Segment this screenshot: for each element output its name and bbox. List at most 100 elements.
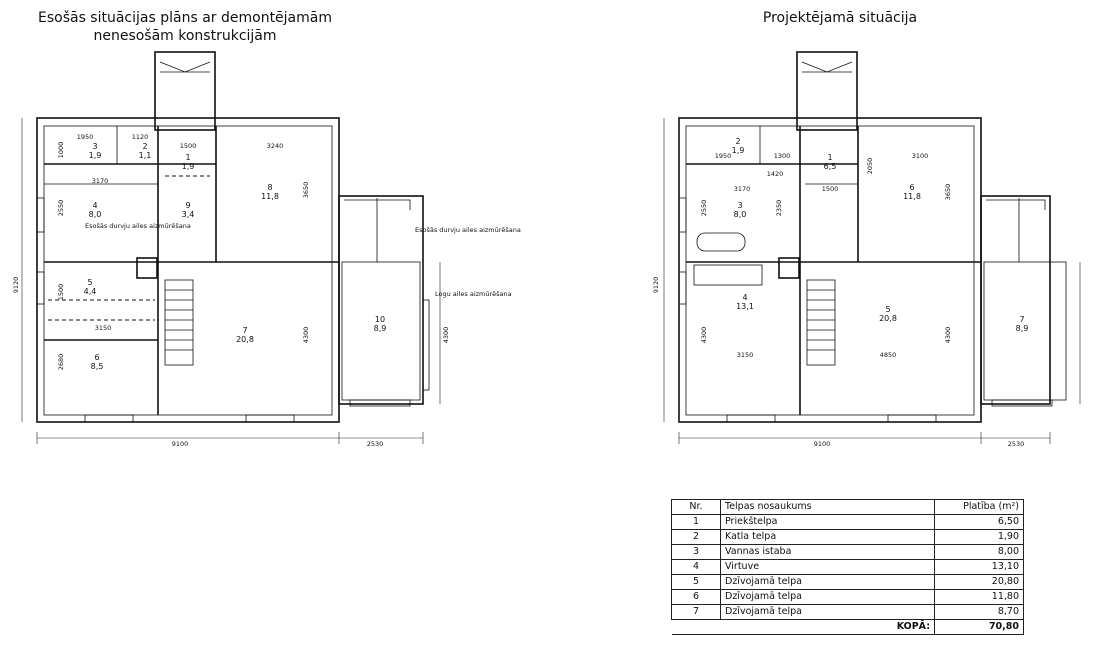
right-dim-9100: 9100 xyxy=(814,440,831,448)
left-room-label-7: 720,8 xyxy=(236,326,254,344)
svg-text:8,9: 8,9 xyxy=(374,324,387,333)
right-dim-3650: 3650 xyxy=(944,184,952,201)
right-dim-1300: 1300 xyxy=(774,152,791,160)
svg-text:10: 10 xyxy=(375,315,385,324)
svg-text:20,8: 20,8 xyxy=(236,335,254,344)
svg-text:4: 4 xyxy=(742,293,747,302)
left-note-door-inner: Esošās durvju ailes aizmūrēšana xyxy=(85,222,191,230)
svg-text:4: 4 xyxy=(92,201,97,210)
left-dim-3170: 3170 xyxy=(92,177,109,185)
header-area: Platība (m²) xyxy=(934,499,1024,515)
svg-text:8,5: 8,5 xyxy=(91,362,104,371)
left-dim-9100: 9100 xyxy=(172,440,189,448)
svg-text:4,4: 4,4 xyxy=(84,287,97,296)
right-dim-1420: 1420 xyxy=(767,170,784,178)
left-dim-1120: 1120 xyxy=(132,133,149,141)
right-room-label-3: 38,0 xyxy=(734,201,747,219)
right-dim-4850: 4850 xyxy=(880,351,897,359)
left-room-label-1: 11,9 xyxy=(182,153,195,171)
svg-text:7: 7 xyxy=(242,326,247,335)
svg-text:6: 6 xyxy=(94,353,99,362)
svg-text:1,1: 1,1 xyxy=(139,151,152,160)
right-dim-2050: 2050 xyxy=(866,158,874,175)
left-dim-1950: 1950 xyxy=(77,133,94,141)
left-dim-1000: 1000 xyxy=(57,142,65,159)
right-room-label-6: 611,8 xyxy=(903,183,921,201)
svg-text:8: 8 xyxy=(267,183,272,192)
left-room-label-9: 93,4 xyxy=(182,201,195,219)
header-nr: Nr. xyxy=(671,499,721,515)
left-dim-1500: 1500 xyxy=(180,142,197,150)
left-room-label-3: 31,9 xyxy=(89,142,102,160)
svg-text:5: 5 xyxy=(87,278,92,287)
svg-text:5: 5 xyxy=(885,305,890,314)
svg-text:8,9: 8,9 xyxy=(1016,324,1029,333)
left-room-label-8: 811,8 xyxy=(261,183,279,201)
right-room-label-5: 520,8 xyxy=(879,305,897,323)
svg-text:3: 3 xyxy=(92,142,97,151)
right-plan-title: Projektējamā situācija xyxy=(762,10,918,26)
right-dim-2550: 2550 xyxy=(700,200,708,217)
svg-text:2: 2 xyxy=(142,142,147,151)
left-room-label-6: 68,5 xyxy=(91,353,104,371)
right-dim-2350: 2350 xyxy=(775,200,783,217)
left-dim-1500b: 1500 xyxy=(57,284,65,301)
right-dim-3150: 3150 xyxy=(737,351,754,359)
svg-text:11,8: 11,8 xyxy=(903,192,921,201)
left-dim-2550: 2550 xyxy=(57,200,65,217)
svg-text:3: 3 xyxy=(737,201,742,210)
left-dim-9120: 9120 xyxy=(12,277,20,294)
left-note-door-outer: Esošās durvju ailes aizmūrēšana xyxy=(415,226,521,234)
total-label: KOPĀ: xyxy=(720,619,935,635)
left-room-label-4: 48,0 xyxy=(89,201,102,219)
left-dim-3240: 3240 xyxy=(267,142,284,150)
svg-text:13,1: 13,1 xyxy=(736,302,754,311)
left-floor-plan: 31,9 21,1 11,9 811,8 48,0 93,4 54,4 720,… xyxy=(12,51,521,448)
svg-text:1: 1 xyxy=(827,153,832,162)
right-dim-3170: 3170 xyxy=(734,185,751,193)
svg-text:8,0: 8,0 xyxy=(734,210,747,219)
left-dim-2680: 2680 xyxy=(57,354,65,371)
svg-text:1,9: 1,9 xyxy=(732,146,745,155)
right-dim-1500: 1500 xyxy=(822,185,839,193)
svg-text:3,4: 3,4 xyxy=(182,210,195,219)
svg-text:1,9: 1,9 xyxy=(89,151,102,160)
right-room-label-2: 21,9 xyxy=(732,137,745,155)
left-room-label-2: 21,1 xyxy=(139,142,152,160)
svg-text:8,0: 8,0 xyxy=(89,210,102,219)
left-plan-title: Esošās situācijas plāns ar demontējamām … xyxy=(37,10,332,44)
left-note-window: Logu ailes aizmūrēšana xyxy=(435,290,512,298)
svg-text:1,9: 1,9 xyxy=(182,162,195,171)
right-room-label-7: 78,9 xyxy=(1016,315,1029,333)
right-dim-3100: 3100 xyxy=(912,152,929,160)
right-dim-9120: 9120 xyxy=(652,277,660,294)
right-dim-1950: 1950 xyxy=(715,152,732,160)
left-dim-3150: 3150 xyxy=(95,324,112,332)
right-room-label-1: 16,5 xyxy=(824,153,837,171)
header-name: Telpas nosaukums xyxy=(720,499,935,515)
right-dim-4300b: 4300 xyxy=(944,327,952,344)
svg-text:9: 9 xyxy=(185,201,190,210)
total-value: 70,80 xyxy=(934,619,1024,635)
left-dim-2530: 2530 xyxy=(367,440,384,448)
right-dim-2530: 2530 xyxy=(1008,440,1025,448)
right-room-label-4: 413,1 xyxy=(736,293,754,311)
svg-text:7: 7 xyxy=(1019,315,1024,324)
table-header-row: Nr. Telpas nosaukums Platība (m²) xyxy=(671,499,1024,515)
right-floor-plan: 21,9 16,5 611,8 38,0 413,1 520,8 78,9 19… xyxy=(652,51,1081,448)
left-dim-4300b: 4300 xyxy=(442,327,450,344)
svg-text:20,8: 20,8 xyxy=(879,314,897,323)
svg-text:6,5: 6,5 xyxy=(824,162,837,171)
svg-text:1: 1 xyxy=(185,153,190,162)
svg-text:6: 6 xyxy=(909,183,914,192)
left-dim-3650: 3650 xyxy=(302,182,310,199)
svg-text:2: 2 xyxy=(735,137,740,146)
left-room-label-5: 54,4 xyxy=(84,278,97,296)
